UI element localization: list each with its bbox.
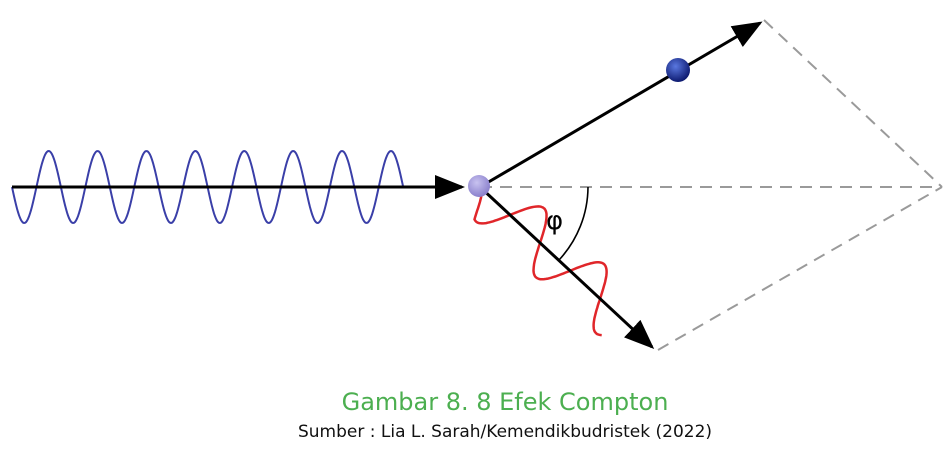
recoil-electron — [666, 58, 690, 82]
figure-caption-title: Gambar 8. 8 Efek Compton — [341, 388, 669, 416]
compton-effect-diagram: φ — [11, 19, 943, 351]
scattered-photon-wave — [473, 186, 608, 337]
angle-arc — [558, 186, 589, 261]
dashed-upper-edge — [763, 19, 943, 188]
recoil-electron-arrow — [479, 21, 763, 189]
angle-phi-label: φ — [546, 206, 563, 236]
dashed-lower-edge — [657, 186, 943, 351]
scattered-photon-arrow — [478, 185, 655, 350]
target-electron — [468, 175, 490, 197]
figure-caption-source: Sumber : Lia L. Sarah/Kemendikbudristek … — [297, 422, 713, 442]
